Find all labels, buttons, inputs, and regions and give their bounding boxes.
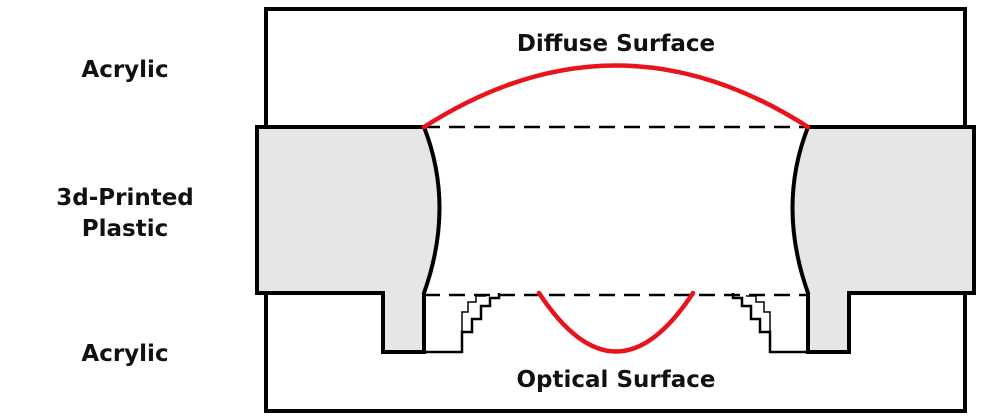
optical-surface-curve (536, 290, 696, 354)
right-step-detail (746, 295, 771, 332)
bottom-acrylic-label: Acrylic (81, 341, 169, 367)
optical-surface-label: Optical Surface (517, 367, 716, 393)
plastic-right-piece (790, 125, 976, 354)
left-step-detail (461, 295, 486, 332)
diffuse-surface-curve (421, 63, 811, 130)
diffuse-surface-label: Diffuse Surface (517, 31, 715, 57)
plastic-left-piece (255, 125, 442, 354)
plastic-layer-label: 3d-Printed Plastic (56, 185, 194, 242)
bottom-cavity-profile (424, 293, 808, 354)
top-acrylic-label: Acrylic (81, 57, 169, 83)
